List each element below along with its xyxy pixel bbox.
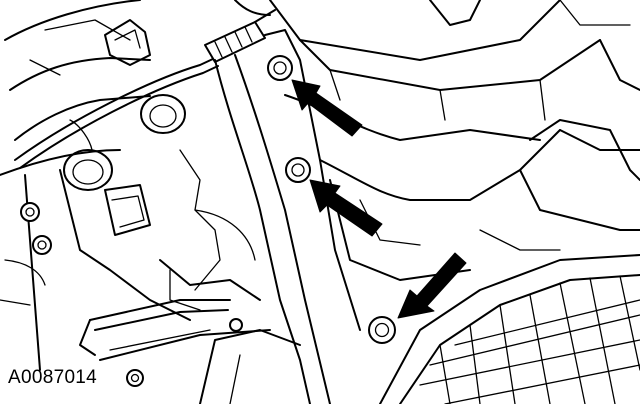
bolt-upper (267, 55, 293, 81)
bolt-lower (368, 316, 396, 344)
wire-harness (14, 0, 276, 169)
figure-id-label: A0087014 (8, 367, 98, 388)
callout-arrow-lower (397, 252, 467, 319)
mount-bracket (79, 29, 361, 404)
bolt-middle (285, 157, 311, 183)
nut-lower-left (126, 369, 144, 387)
stud-left-lower (32, 235, 52, 255)
engine-block (0, 0, 191, 371)
callout-arrow-upper (291, 79, 363, 137)
upper-housing (269, 0, 640, 281)
ribbed-housing (379, 119, 640, 404)
stud-left-upper (20, 202, 40, 222)
callout-arrow-middle (309, 179, 383, 237)
